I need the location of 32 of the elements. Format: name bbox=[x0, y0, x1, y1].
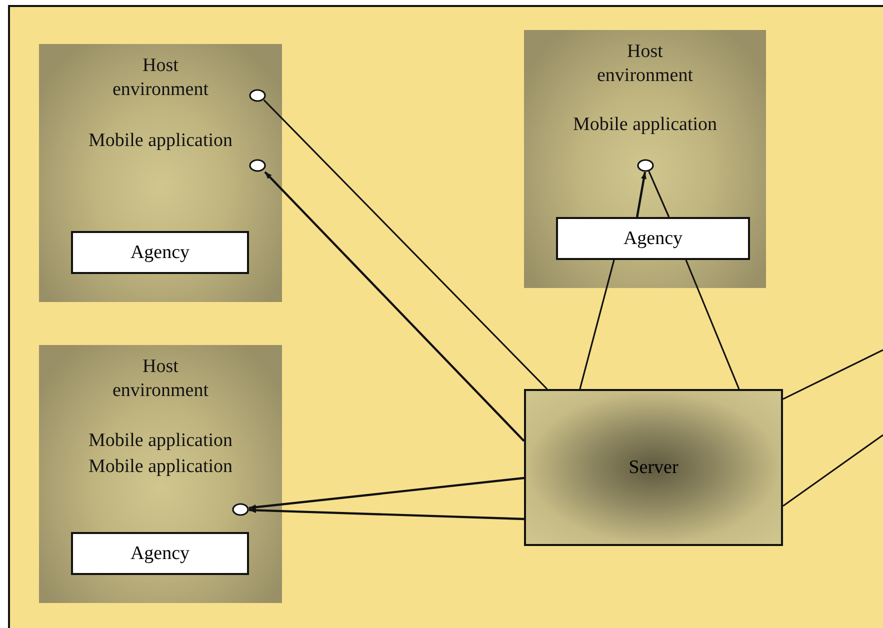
agency-box bbox=[71, 231, 249, 274]
arrow bbox=[248, 507, 524, 520]
host-environment-label: Host environment bbox=[111, 355, 210, 403]
host-environment-panel bbox=[39, 345, 282, 603]
agency-label: Agency bbox=[623, 228, 683, 250]
mobile-application-marker bbox=[249, 89, 266, 102]
server-box bbox=[524, 389, 783, 546]
connector-line bbox=[263, 99, 548, 390]
agency-box bbox=[71, 532, 249, 575]
mobile-application-label: Mobile application bbox=[87, 429, 234, 453]
host-environment-panel bbox=[524, 30, 766, 288]
connector-line bbox=[685, 260, 740, 390]
mobile-application-label: Mobile application bbox=[87, 129, 234, 153]
connector-line bbox=[579, 260, 615, 390]
mobile-application-marker bbox=[232, 503, 249, 516]
arrow bbox=[264, 171, 525, 442]
connector-line bbox=[782, 349, 883, 400]
host-environment-label: Host environment bbox=[596, 40, 694, 88]
mobile-application-marker bbox=[249, 159, 266, 172]
server-label: Server bbox=[628, 456, 678, 478]
mobile-application-label: Mobile application bbox=[87, 455, 234, 479]
agency-label: Agency bbox=[130, 242, 190, 264]
arrow bbox=[248, 476, 524, 510]
host-environment-label: Host environment bbox=[111, 54, 210, 102]
agency-label: Agency bbox=[130, 542, 190, 564]
arrow bbox=[636, 172, 647, 218]
mobile-application-marker bbox=[637, 159, 654, 172]
connector-line bbox=[648, 171, 670, 218]
host-environment-panel bbox=[39, 44, 282, 302]
connector-line bbox=[782, 434, 883, 507]
agency-box bbox=[556, 217, 750, 260]
mobile-application-label: Mobile application bbox=[572, 113, 718, 137]
